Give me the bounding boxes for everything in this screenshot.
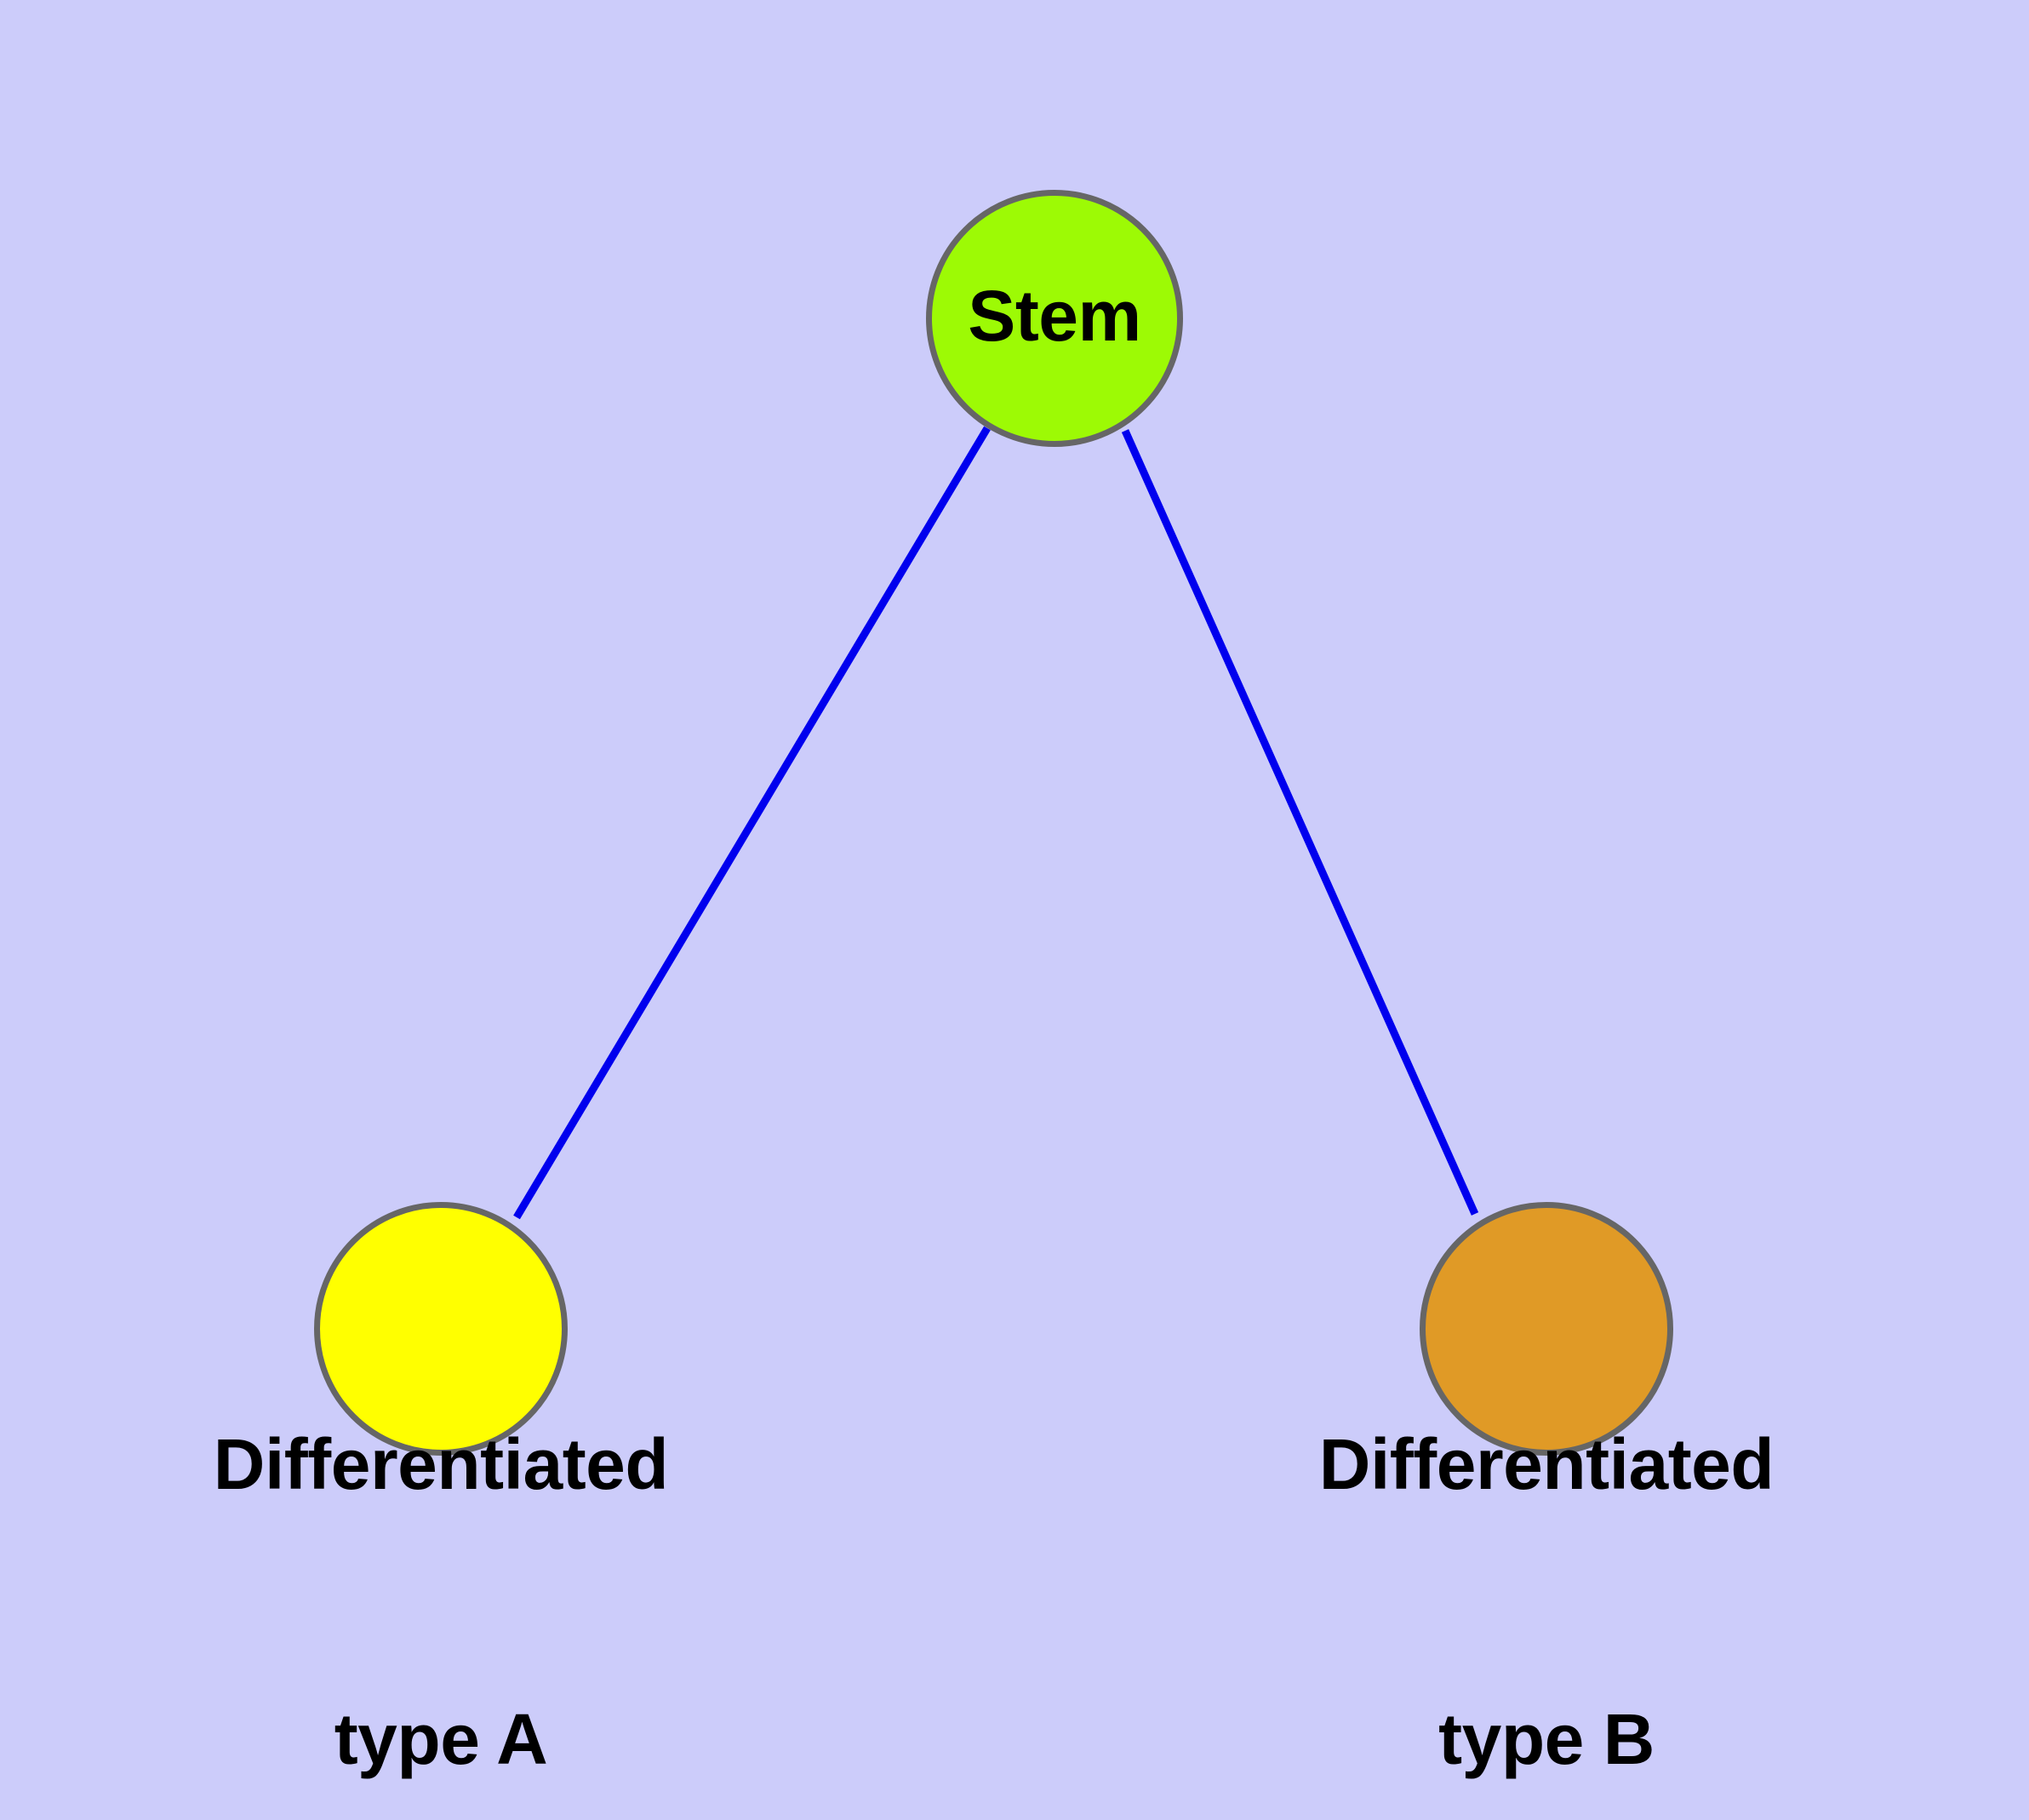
edge-stem-to-differentiated-a (513, 426, 991, 1220)
edge-stem-to-differentiated-b (1121, 429, 1479, 1216)
node-label-line-2: type A (334, 1698, 548, 1779)
node-label-line-2: type B (1438, 1698, 1655, 1779)
node-stem[interactable] (926, 190, 1183, 447)
node-differentiated-type-a[interactable] (314, 1202, 568, 1456)
node-differentiated-type-b[interactable] (1420, 1202, 1673, 1456)
